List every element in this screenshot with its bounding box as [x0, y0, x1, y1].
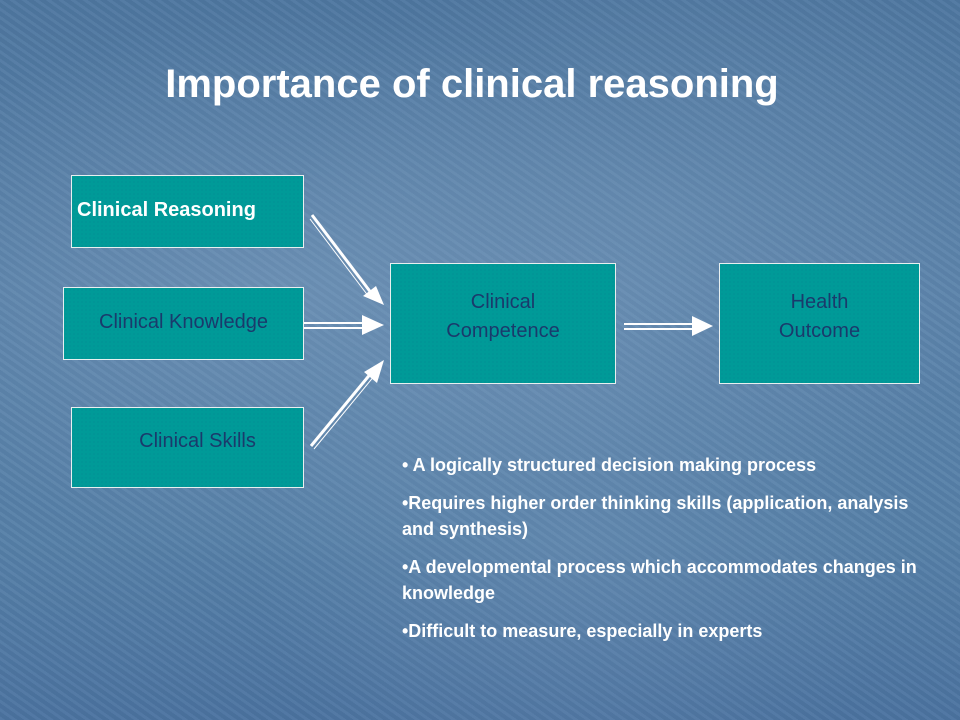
health-outcome-label-line1: Health — [790, 290, 849, 313]
arrow-knowledge-to-competence — [304, 315, 384, 335]
clinical-reasoning-box: Clinical Reasoning — [71, 175, 304, 248]
clinical-reasoning-label: Clinical Reasoning — [77, 199, 256, 221]
arrow-competence-to-outcome — [624, 316, 713, 336]
bullet-item: • A logically structured decision making… — [402, 455, 817, 475]
clinical-competence-box: Clinical Competence — [390, 263, 616, 384]
arrow-reasoning-to-competence — [309, 214, 384, 305]
bullet-list: • A logically structured decision making… — [402, 452, 932, 656]
clinical-competence-label-line1: Clinical — [470, 290, 536, 313]
bullet-item: •Requires higher order thinking skills (… — [402, 493, 909, 539]
bullet-item: •Difficult to measure, especially in exp… — [402, 621, 763, 641]
clinical-skills-box: Clinical Skills — [71, 407, 304, 488]
health-outcome-box: Health Outcome — [719, 263, 920, 384]
arrow-skills-to-competence — [309, 360, 384, 450]
health-outcome-label-line2: Outcome — [778, 319, 861, 342]
clinical-skills-label: Clinical Skills — [139, 430, 256, 452]
slide-title: Importance of clinical reasoning — [165, 62, 779, 106]
clinical-knowledge-box: Clinical Knowledge — [63, 287, 304, 360]
clinical-competence-label-line2: Competence — [446, 319, 560, 342]
bullet-item: •A developmental process which accommoda… — [402, 557, 917, 603]
clinical-knowledge-label: Clinical Knowledge — [99, 311, 268, 333]
